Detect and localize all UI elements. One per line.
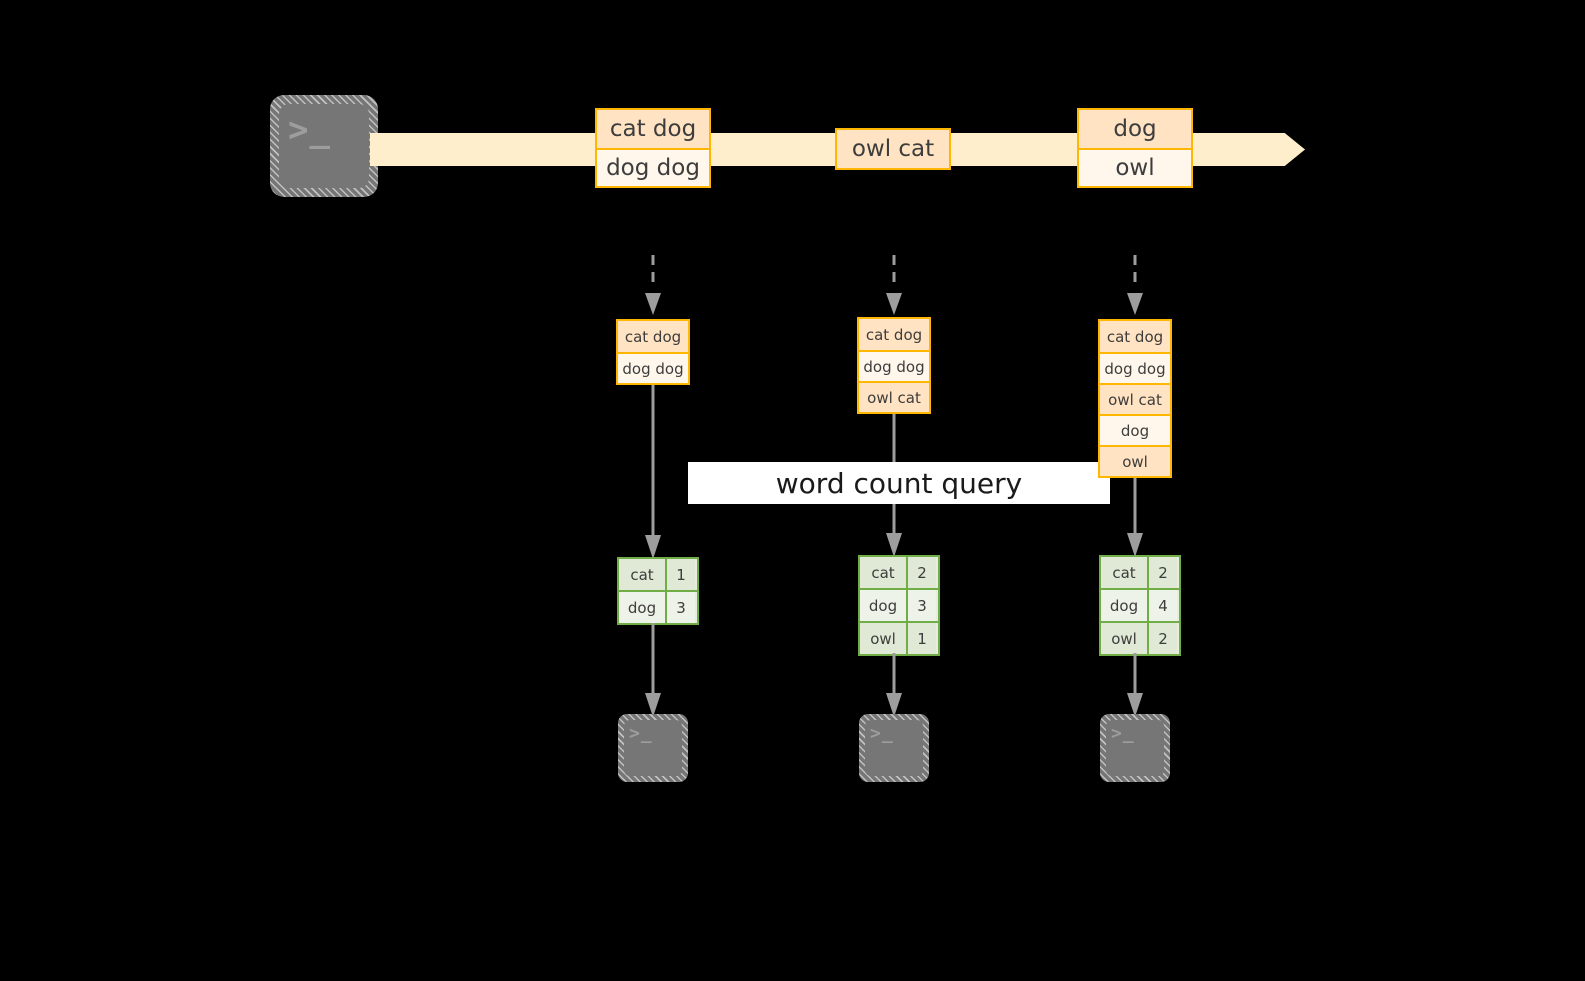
snapshot-input-line: dog dog (1100, 352, 1170, 383)
count-cell: 2 (1147, 623, 1177, 654)
snapshot-1-sink-terminal-icon: >_ (618, 714, 688, 782)
word-cell: owl (860, 623, 906, 654)
snapshot-1-result-table: cat 1 dog 3 (617, 557, 699, 625)
word-cell: owl (1101, 623, 1147, 654)
source-terminal-icon: >_ (270, 95, 378, 197)
terminal-screen (624, 720, 682, 776)
message-line: dog dog (597, 148, 709, 186)
terminal-prompt-glyph: >_ (1111, 723, 1135, 744)
table-row: cat 2 (1101, 557, 1179, 588)
query-connector-1 (642, 385, 664, 560)
word-cell: cat (860, 557, 906, 588)
sink-connector-3 (1124, 653, 1146, 718)
snapshot-2-input-box: cat dog dog dog owl cat (857, 317, 931, 414)
snapshot-input-line: dog (1100, 414, 1170, 445)
snapshot-2-sink-terminal-icon: >_ (859, 714, 929, 782)
message-line: cat dog (597, 110, 709, 148)
word-cell: cat (1101, 557, 1147, 588)
terminal-screen (865, 720, 923, 776)
snapshot-3-result-table: cat 2 dog 4 owl 2 (1099, 555, 1181, 656)
table-row: owl 2 (1101, 621, 1179, 654)
query-label: word count query (688, 462, 1110, 504)
word-cell: dog (619, 592, 665, 623)
table-row: cat 1 (619, 559, 697, 590)
stream-message-2: owl cat (835, 128, 951, 170)
snapshot-2-result-table: cat 2 dog 3 owl 1 (858, 555, 940, 656)
count-cell: 4 (1147, 590, 1177, 621)
terminal-prompt-glyph: >_ (629, 723, 653, 744)
snapshot-input-line: cat dog (618, 321, 688, 352)
stream-tap-connector-2 (883, 255, 905, 317)
snapshot-input-line: owl cat (1100, 383, 1170, 414)
snapshot-input-line: dog dog (859, 350, 929, 381)
snapshot-3-input-box: cat dog dog dog owl cat dog owl (1098, 319, 1172, 478)
count-cell: 1 (665, 559, 695, 590)
count-cell: 1 (906, 623, 936, 654)
word-cell: cat (619, 559, 665, 590)
message-line: owl (1079, 148, 1191, 186)
stream-tap-connector-1 (642, 255, 664, 317)
table-row: dog 3 (619, 590, 697, 623)
snapshot-input-line: cat dog (1100, 321, 1170, 352)
query-label-text: word count query (775, 466, 1023, 500)
snapshot-3-sink-terminal-icon: >_ (1100, 714, 1170, 782)
snapshot-input-line: dog dog (618, 352, 688, 383)
table-row: dog 3 (860, 588, 938, 621)
snapshot-1-input-box: cat dog dog dog (616, 319, 690, 385)
snapshot-input-line: cat dog (859, 319, 929, 350)
table-row: cat 2 (860, 557, 938, 588)
word-cell: dog (1101, 590, 1147, 621)
terminal-prompt-glyph: >_ (288, 110, 331, 150)
snapshot-input-line: owl (1100, 445, 1170, 476)
table-row: owl 1 (860, 621, 938, 654)
stream-tap-connector-3 (1124, 255, 1146, 317)
terminal-screen (279, 104, 369, 188)
sink-connector-2 (883, 653, 905, 718)
message-line: dog (1079, 110, 1191, 148)
count-cell: 2 (906, 557, 936, 588)
word-cell: dog (860, 590, 906, 621)
count-cell: 2 (1147, 557, 1177, 588)
table-row: dog 4 (1101, 588, 1179, 621)
message-line: owl cat (837, 130, 949, 168)
sink-connector-1 (642, 623, 664, 718)
count-cell: 3 (906, 590, 936, 621)
query-connector-3 (1124, 478, 1146, 558)
terminal-screen (1106, 720, 1164, 776)
count-cell: 3 (665, 592, 695, 623)
stream-message-3: dog owl (1077, 108, 1193, 188)
terminal-prompt-glyph: >_ (870, 723, 894, 744)
snapshot-input-line: owl cat (859, 381, 929, 412)
stream-message-1: cat dog dog dog (595, 108, 711, 188)
